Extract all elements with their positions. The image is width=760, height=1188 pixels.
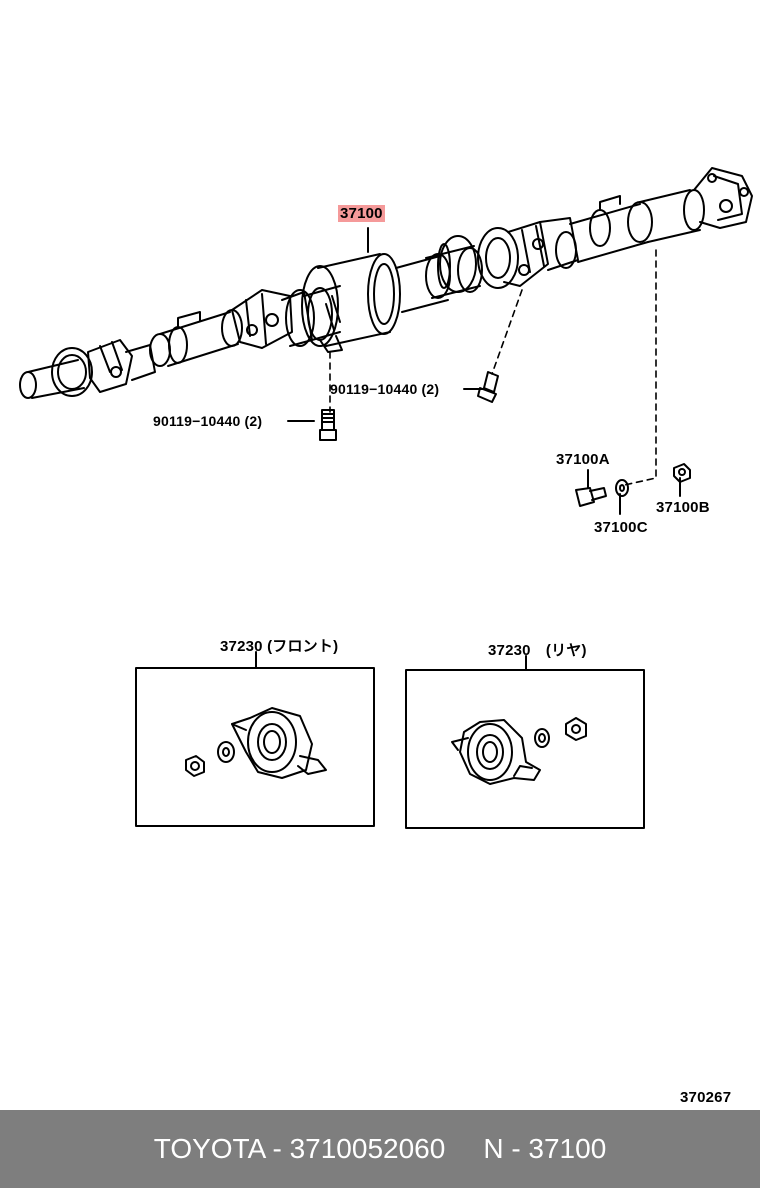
bolt-left-icon [319, 409, 337, 441]
rear-washer-icon [534, 728, 550, 748]
bolt-label-left: 90119−10440 (2) [153, 413, 263, 429]
part-number-37100b: 37100B [656, 499, 710, 516]
rear-shaft-tube [569, 189, 705, 263]
illustration-number: 370267 [680, 1089, 732, 1106]
front-bearing-inset-box [135, 667, 375, 827]
nut-37100b-icon [673, 463, 691, 483]
front-nut-icon [185, 755, 205, 777]
footer-bar: TOYOTA - 3710052060 N - 37100 [0, 1110, 760, 1188]
front-universal-joint [87, 333, 171, 393]
washer-37100c-icon [615, 479, 629, 497]
part-number-37230-rear: 37230 (リヤ) [488, 642, 587, 659]
front-stub-shaft [19, 347, 93, 399]
part-number-37230-front: 37230 (フロント) [220, 638, 339, 655]
rear-flange-yoke [693, 167, 753, 229]
center-bearing-housing [301, 253, 401, 353]
footer-ref: N - 37100 [483, 1133, 607, 1164]
part-number-37100a: 37100A [556, 451, 610, 468]
front-shaft-tube [159, 309, 243, 367]
bolt-37100a-icon [575, 487, 607, 507]
part-number-37100c: 37100C [594, 519, 648, 536]
center-universal-joint [231, 285, 341, 349]
front-washer-icon [217, 741, 235, 763]
propeller-shaft-diagram [19, 167, 753, 829]
rear-universal-joint [477, 217, 579, 289]
rear-center-bearing-icon [451, 719, 541, 785]
front-center-bearing-icon [231, 707, 327, 779]
mounting-dashed-lines [329, 249, 657, 487]
rear-nut-icon [565, 717, 587, 741]
bolt-label-right: 90119−10440 (2) [330, 381, 440, 397]
part-number-37100: 37100 [338, 205, 385, 222]
mid-shaft-tube [395, 235, 483, 313]
footer-brand-part: TOYOTA - 3710052060 [153, 1133, 446, 1164]
bolt-right-icon [477, 371, 499, 403]
rear-bearing-inset-box [405, 669, 645, 829]
